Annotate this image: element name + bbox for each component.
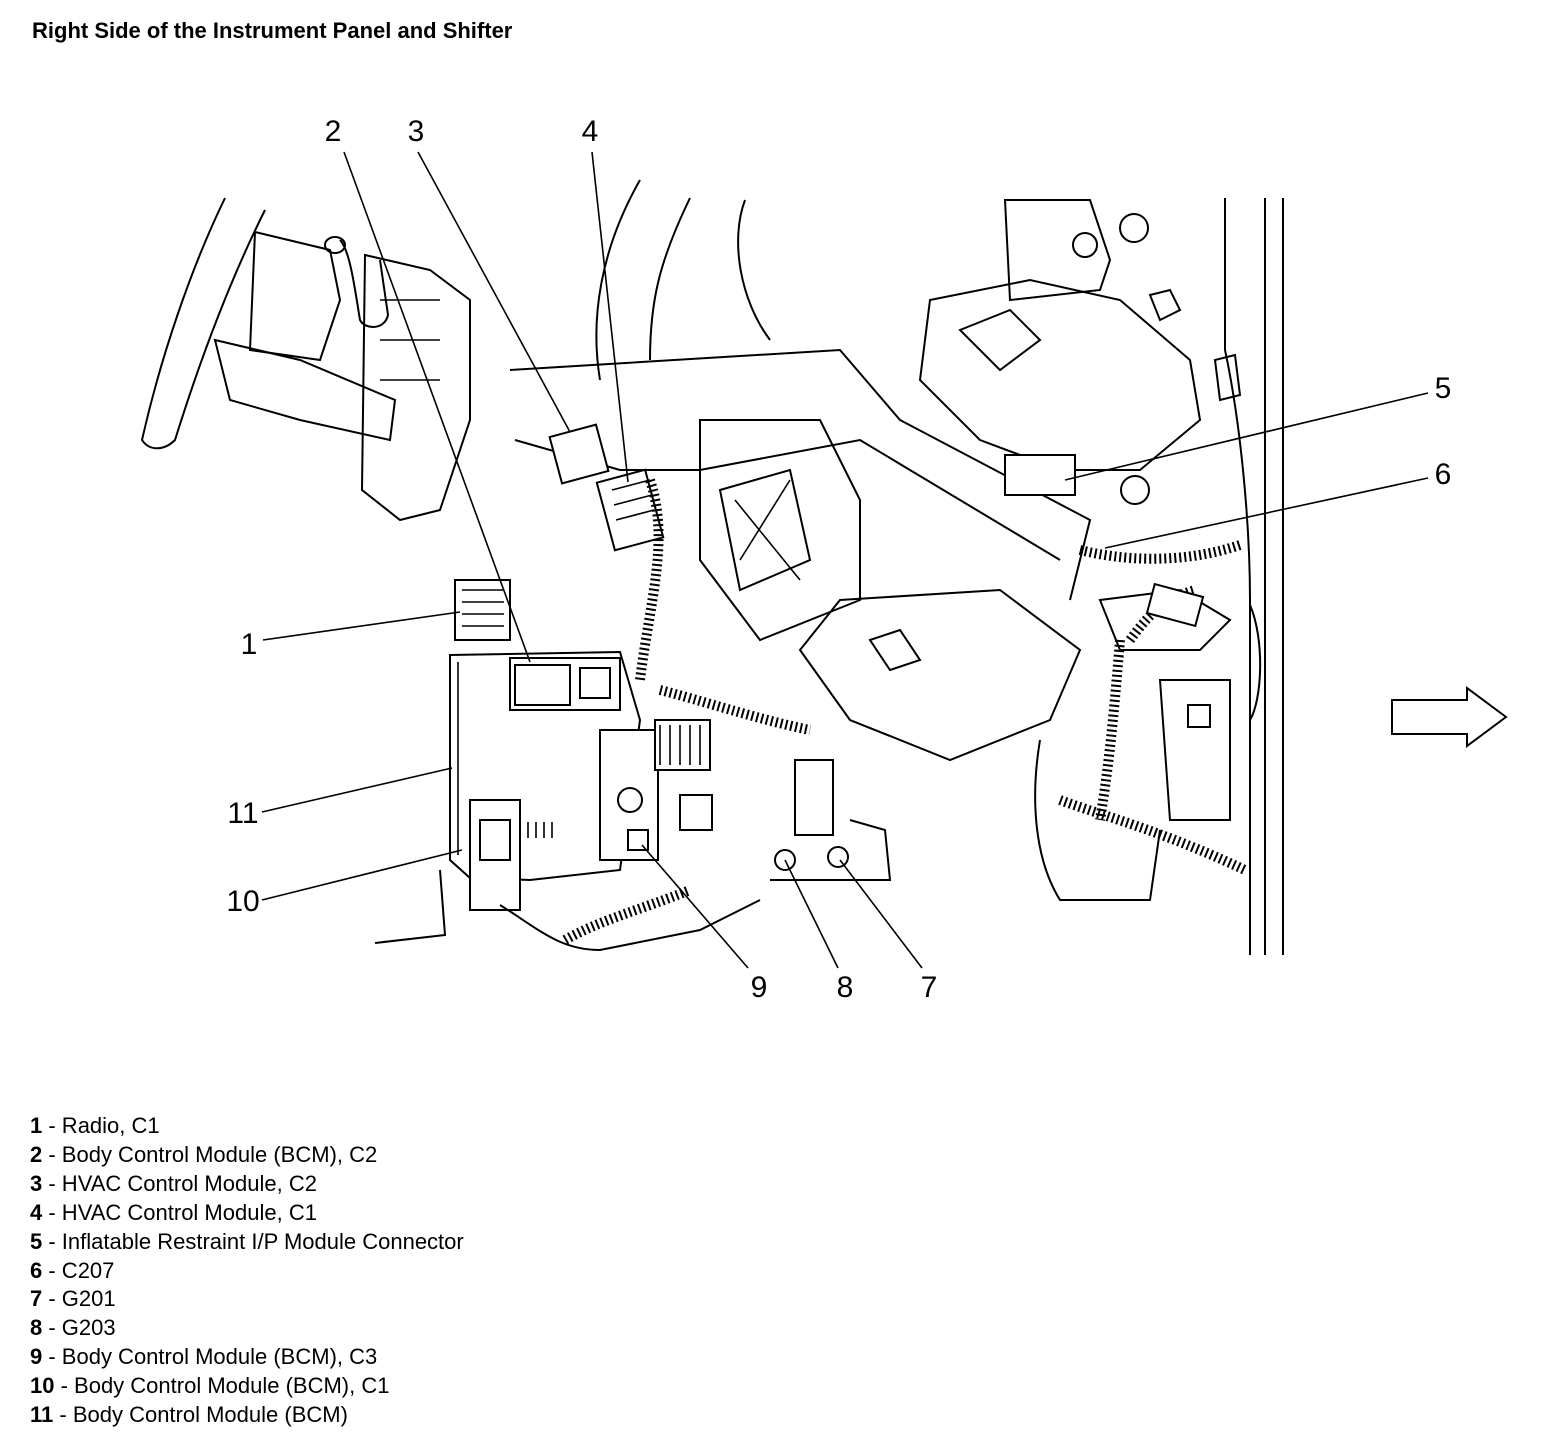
callout-6: 6 [1435, 458, 1452, 491]
callout-numbers: 2 3 4 5 6 1 11 10 9 8 7 [226, 115, 1451, 1004]
callout-10: 10 [226, 885, 259, 918]
legend-item: 5 - Inflatable Restraint I/P Module Conn… [30, 1228, 464, 1254]
instrument-panel-drawing [140, 179, 1284, 955]
callout-2: 2 [325, 115, 342, 148]
callout-9: 9 [751, 971, 768, 1004]
callout-1: 1 [241, 628, 258, 661]
legend-item: 11 - Body Control Module (BCM) [30, 1402, 348, 1428]
callout-7: 7 [921, 971, 938, 1004]
callout-11: 11 [227, 797, 258, 830]
legend-item: 1 - Radio, C1 [30, 1113, 160, 1138]
callout-5: 5 [1435, 372, 1452, 405]
legend-item: 8 - G203 [30, 1315, 116, 1341]
legend-item: 10 - Body Control Module (BCM), C1 [30, 1373, 390, 1399]
legend-item: 6 - C207 [30, 1257, 115, 1283]
legend-item: 3 - HVAC Control Module, C2 [30, 1170, 317, 1196]
diagram-title: Right Side of the Instrument Panel and S… [32, 18, 513, 43]
callout-8: 8 [837, 971, 854, 1004]
callout-3: 3 [408, 115, 425, 148]
legend-item: 7 - G201 [30, 1286, 116, 1312]
legend-item: 9 - Body Control Module (BCM), C3 [30, 1344, 378, 1370]
legend-item: 2 - Body Control Module (BCM), C2 [30, 1141, 378, 1167]
callout-4: 4 [582, 115, 599, 148]
legend-list: 1 - Radio, C1 2 - Body Control Module (B… [30, 1112, 464, 1430]
legend-item: 4 - HVAC Control Module, C1 [30, 1199, 317, 1225]
leader-lines [261, 151, 1429, 969]
forward-arrow-icon [1391, 686, 1508, 748]
